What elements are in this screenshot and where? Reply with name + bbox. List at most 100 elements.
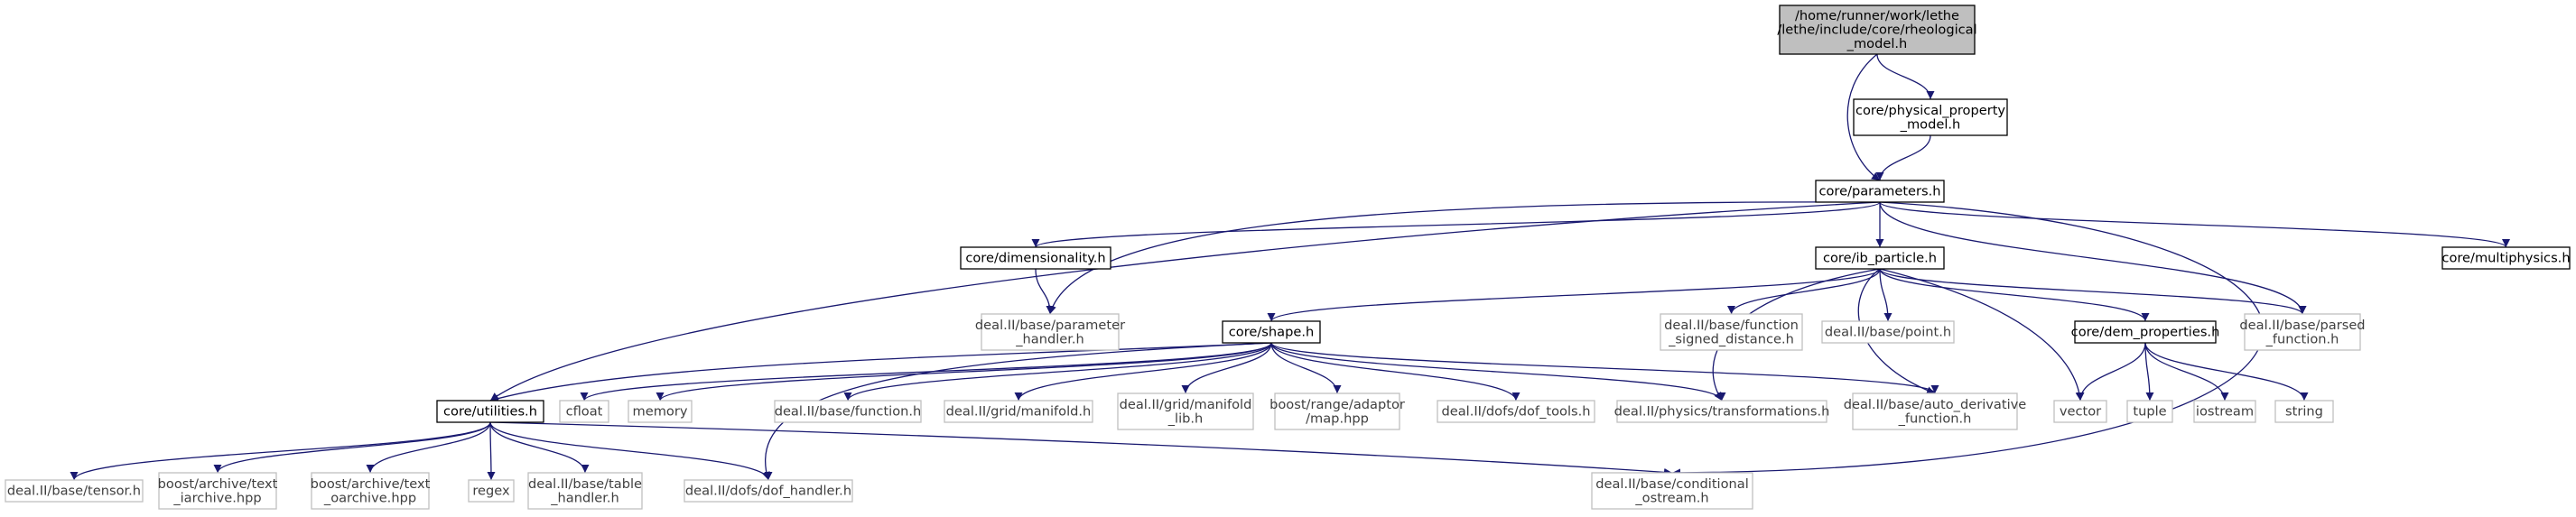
- node-label: _function.h: [1898, 411, 1972, 426]
- node-box: [2053, 400, 2107, 423]
- node-label: _handler.h: [550, 490, 619, 505]
- edge-ib_particle-to-point: [1879, 268, 1892, 322]
- node-label: boost/range/adaptor: [1269, 397, 1405, 412]
- edge-utilities-to-tensor: [70, 421, 491, 481]
- node-label: _signed_distance.h: [1668, 331, 1794, 346]
- node-regex: regex: [468, 479, 515, 503]
- node-label: core/dem_properties.h: [2071, 325, 2220, 340]
- node-box: [684, 479, 853, 503]
- node-layer: /home/runner/work/lethe/lethe/include/co…: [5, 5, 2571, 510]
- edge-shape-to-dof_handler: [762, 342, 1272, 481]
- node-box: [1222, 320, 1321, 344]
- node-box: [944, 400, 1093, 423]
- node-parsed_function: deal.II/base/parsed_function.h: [2239, 313, 2366, 351]
- node-box: [158, 472, 277, 510]
- edge-utilities-to-table_handler: [489, 421, 590, 474]
- node-dem_properties[interactable]: core/dem_properties.h: [2071, 320, 2220, 344]
- node-label: deal.II/base/auto_derivative: [1844, 397, 2027, 412]
- node-dimensionality[interactable]: core/dimensionality.h: [960, 246, 1111, 270]
- node-box: [436, 400, 544, 423]
- node-label: _oarchive.hpp: [323, 490, 416, 505]
- edge-dimensionality-to-parameter_handler: [1035, 268, 1055, 315]
- node-box: [1853, 98, 2008, 136]
- edge-parameters-to-parsed_function: [1879, 201, 2307, 315]
- node-label: vector: [2060, 404, 2101, 420]
- node-label: deal.II/dofs/dof_tools.h: [1441, 404, 1590, 420]
- node-label: core/parameters.h: [1818, 184, 1940, 199]
- node-box: [2244, 313, 2361, 351]
- node-utilities[interactable]: core/utilities.h: [436, 400, 544, 423]
- edge-shape-to-memory: [656, 342, 1272, 402]
- node-label: boost/archive/text: [158, 476, 278, 492]
- node-label: _ostream.h: [1634, 490, 1708, 505]
- node-label: deal.II/base/parameter: [975, 318, 1125, 333]
- node-box: [468, 479, 515, 503]
- node-memory: memory: [628, 400, 693, 423]
- node-box: [5, 479, 144, 503]
- node-box: [311, 472, 430, 510]
- node-parameter_handler: deal.II/base/parameter_handler.h: [975, 313, 1125, 351]
- edge-shape-to-manifold_lib: [1181, 342, 1272, 394]
- node-label: cfloat: [566, 404, 603, 420]
- node-box: [1660, 313, 1803, 351]
- node-label: _iarchive.hpp: [172, 490, 261, 505]
- node-label: deal.II/grid/manifold.h: [946, 404, 1092, 420]
- edge-ib_particle-to-vector: [1879, 268, 2084, 402]
- node-label: deal.II/base/point.h: [1825, 325, 1951, 340]
- edge-layer: [70, 53, 2510, 481]
- edge-utilities-to-conditional_ostream: [489, 421, 1673, 476]
- edge-dem_properties-to-iostream: [2144, 342, 2229, 402]
- edge-physical_property_model-to-parameters: [1875, 134, 1931, 181]
- node-transformations: deal.II/physics/transformations.h: [1614, 400, 1830, 423]
- edge-utilities-to-text_oarchive: [366, 421, 491, 474]
- node-text_oarchive: boost/archive/text_oarchive.hpp: [311, 472, 431, 510]
- edge-dem_properties-to-string: [2144, 342, 2309, 402]
- edge-rheological_model-to-physical_property_model: [1876, 53, 1935, 100]
- node-label: core/multiphysics.h: [2441, 251, 2570, 266]
- edge-rheological_model-to-parameters: [1846, 53, 1881, 181]
- node-label: core/dimensionality.h: [965, 251, 1105, 266]
- node-text_iarchive: boost/archive/text_iarchive.hpp: [158, 472, 278, 510]
- node-rheological_model[interactable]: /home/runner/work/lethe/lethe/include/co…: [1777, 5, 1977, 55]
- edge-shape-to-dof_tools: [1270, 342, 1520, 402]
- node-label: deal.II/base/parsed: [2239, 318, 2365, 333]
- edge-dem_properties-to-vector: [2076, 342, 2146, 402]
- node-conditional_ostream: deal.II/base/conditional_ostream.h: [1591, 472, 1753, 510]
- node-iostream: iostream: [2193, 400, 2256, 423]
- node-box: [1117, 392, 1254, 430]
- node-label: core/shape.h: [1229, 325, 1314, 340]
- node-box: [1852, 392, 2018, 430]
- edge-utilities-to-dof_handler: [489, 421, 773, 481]
- node-label: deal.II/physics/transformations.h: [1614, 404, 1830, 420]
- edge-ib_particle-to-dem_properties: [1879, 268, 2150, 322]
- node-box: [1779, 5, 1976, 55]
- edge-shape-to-manifold: [1014, 342, 1272, 402]
- node-physical_property_model[interactable]: core/physical_property_model.h: [1853, 98, 2008, 136]
- node-box: [960, 246, 1111, 270]
- edge-dem_properties-to-tuple: [2144, 342, 2154, 402]
- node-shape[interactable]: core/shape.h: [1222, 320, 1321, 344]
- edge-parameters-to-parameter_handler: [1048, 201, 1881, 315]
- node-label: deal.II/base/function.h: [775, 404, 922, 420]
- node-label: deal.II/base/tensor.h: [7, 484, 141, 499]
- node-label: core/ib_particle.h: [1823, 251, 1937, 266]
- node-string: string: [2274, 400, 2334, 423]
- node-table_handler: deal.II/base/table_handler.h: [527, 472, 643, 510]
- node-parameters[interactable]: core/parameters.h: [1815, 180, 1945, 203]
- node-multiphysics[interactable]: core/multiphysics.h: [2441, 246, 2571, 270]
- node-label: _function.h: [2265, 331, 2339, 346]
- node-manifold: deal.II/grid/manifold.h: [944, 400, 1093, 423]
- edge-shape-to-function: [843, 342, 1272, 402]
- edge-ib_particle-to-function_signed_distance: [1727, 268, 1881, 315]
- node-label: core/utilities.h: [443, 404, 537, 420]
- node-ib_particle[interactable]: core/ib_particle.h: [1815, 246, 1945, 270]
- node-point: deal.II/base/point.h: [1821, 320, 1955, 344]
- node-box: [2441, 246, 2571, 270]
- node-label: /home/runner/work/lethe: [1795, 8, 1959, 23]
- node-label: tuple: [2133, 404, 2166, 420]
- edge-ib_particle-to-shape: [1267, 268, 1881, 322]
- node-manifold_lib: deal.II/grid/manifold_lib.h: [1117, 392, 1254, 430]
- node-function_signed_distance: deal.II/base/function_signed_distance.h: [1660, 313, 1803, 351]
- node-box: [527, 472, 643, 510]
